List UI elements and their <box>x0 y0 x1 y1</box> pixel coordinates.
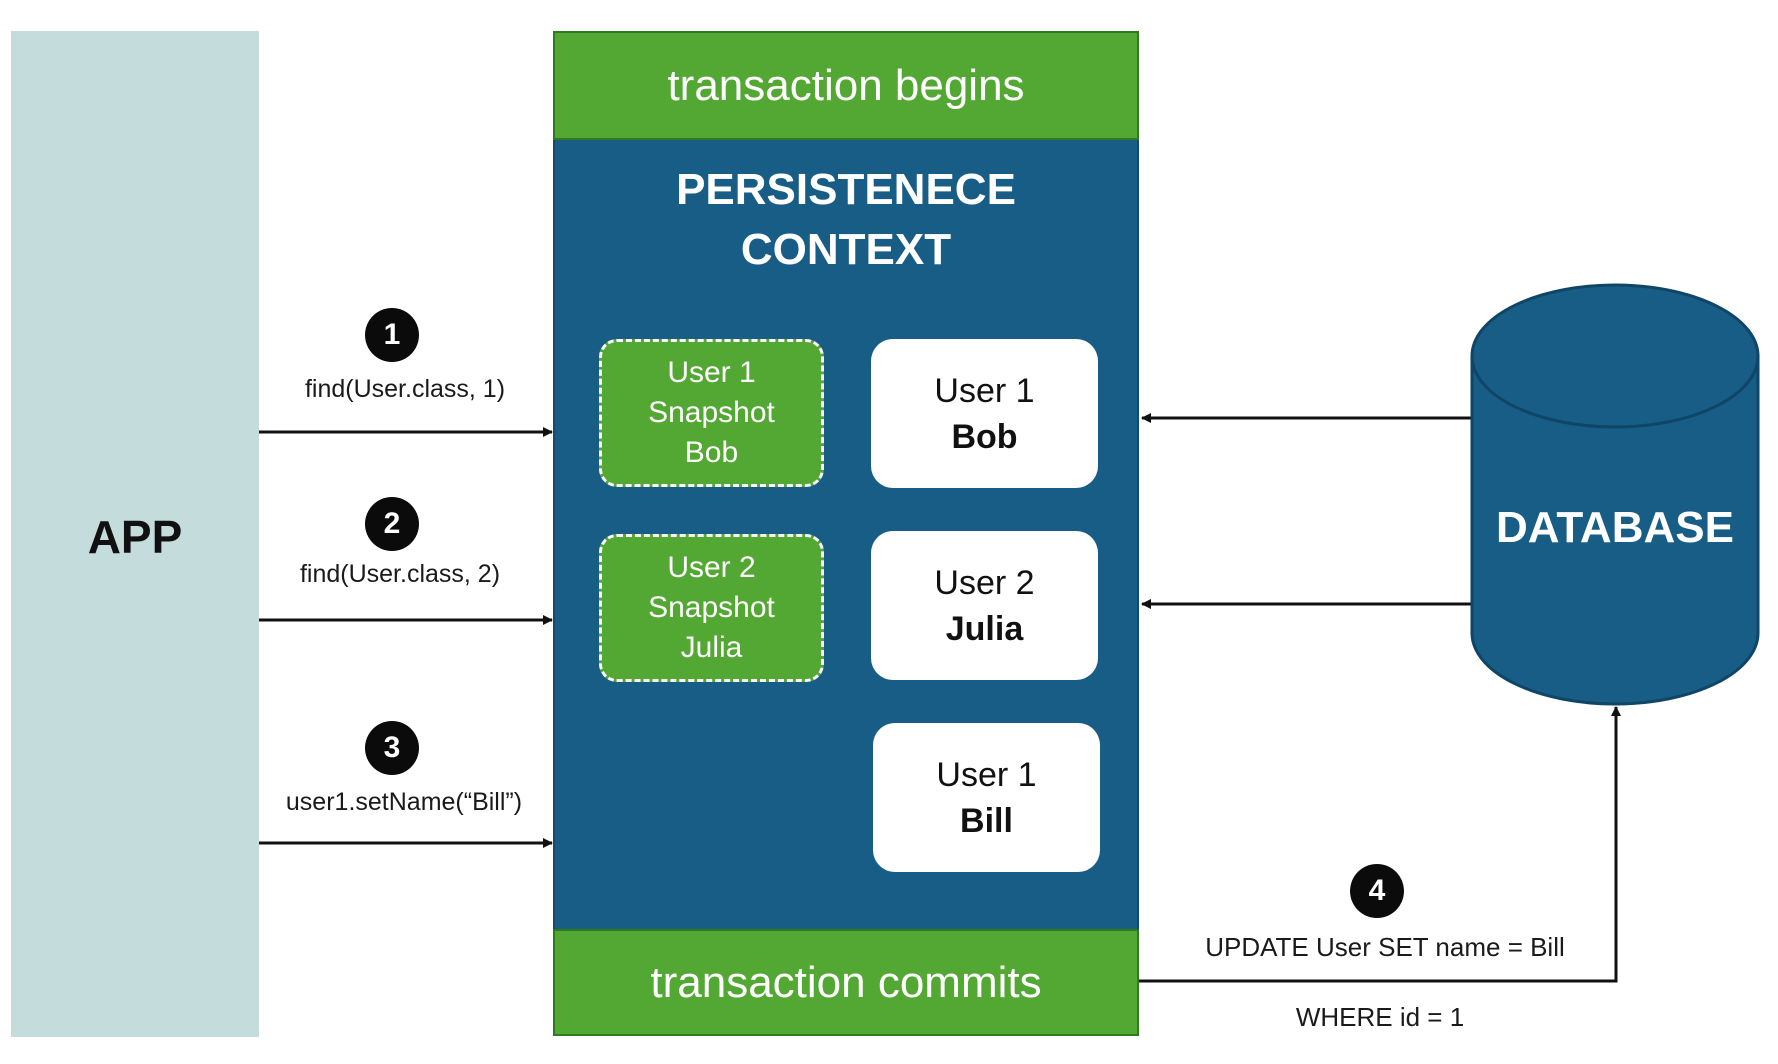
entity-label: User 1 <box>934 371 1035 410</box>
database-cylinder <box>1470 283 1760 706</box>
entity-user1-bill: User 1 Bill <box>873 723 1100 872</box>
step-3-call: user1.setName(“Bill”) <box>285 788 523 816</box>
transaction-commits-bar: transaction commits <box>553 929 1139 1036</box>
entity-label: User 1 <box>936 755 1037 794</box>
step-4-sql-where: WHERE id = 1 <box>1295 1002 1465 1032</box>
snapshot-user2-kind: Snapshot <box>648 591 775 624</box>
app-column <box>11 31 259 1037</box>
step-1-badge: 1 <box>365 308 419 362</box>
snapshot-user2-name: Julia <box>680 631 743 664</box>
app-label: APP <box>87 511 183 563</box>
step-3-badge: 3 <box>365 721 419 775</box>
entity-user1-bob: User 1 Bob <box>871 339 1098 488</box>
snapshot-user1-kind: Snapshot <box>648 396 775 429</box>
entity-user2-julia: User 2 Julia <box>871 531 1098 680</box>
entity-name: Julia <box>945 609 1024 648</box>
entity-name: Bill <box>960 801 1013 840</box>
entity-label: User 2 <box>934 563 1035 602</box>
step-2-call: find(User.class, 2) <box>299 560 501 588</box>
snapshot-user1: User 1 Snapshot Bob <box>599 339 824 487</box>
database-label: DATABASE <box>1496 503 1734 552</box>
transaction-begins-bar: transaction begins <box>553 31 1139 140</box>
snapshot-user2-id: User 2 <box>667 551 756 584</box>
step-2-badge: 2 <box>365 497 419 551</box>
snapshot-user2: User 2 Snapshot Julia <box>599 534 824 682</box>
step-4-sql-update: UPDATE User SET name = Bill <box>1205 932 1565 962</box>
persistence-context-title-line2: CONTEXT <box>740 225 952 274</box>
step-1-call: find(User.class, 1) <box>304 375 506 403</box>
entity-name: Bob <box>951 417 1018 456</box>
persistence-context-title-line1: PERSISTENECE <box>676 165 1016 214</box>
snapshot-user1-name: Bob <box>684 436 739 469</box>
step-4-badge: 4 <box>1350 864 1404 918</box>
snapshot-user1-id: User 1 <box>667 356 756 389</box>
persistence-context-title: PERSISTENECE CONTEXT <box>553 160 1139 280</box>
